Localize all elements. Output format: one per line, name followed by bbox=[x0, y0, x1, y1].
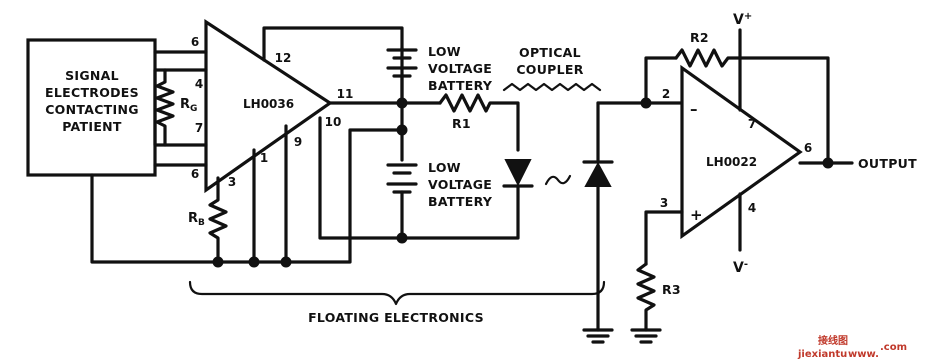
u1-pin-1: 1 bbox=[260, 151, 268, 165]
battery-top-line-1: LOW bbox=[428, 44, 461, 59]
u2-pin-6: 6 bbox=[804, 141, 812, 155]
signal-electrodes-box bbox=[26, 38, 157, 177]
battery-top-line-3: BATTERY bbox=[428, 78, 493, 93]
battery-top-line-2: VOLTAGE bbox=[428, 61, 492, 76]
u1-pin-4: 4 bbox=[195, 77, 203, 91]
optical-coupler-bracket bbox=[502, 82, 602, 92]
r3-label: R3 bbox=[662, 282, 681, 297]
junction-dot bbox=[248, 256, 260, 268]
junction-dot bbox=[396, 232, 408, 244]
battery-bottom-line-1: LOW bbox=[428, 160, 461, 175]
junction-dot bbox=[212, 256, 224, 268]
rg-label: RG bbox=[180, 97, 197, 114]
watermark-text: jiexiantu bbox=[797, 349, 847, 360]
floating-brace bbox=[188, 280, 606, 306]
lh0022-label: LH0022 bbox=[706, 155, 757, 169]
vplus-label: V+ bbox=[733, 11, 752, 28]
wire-r2-left bbox=[644, 56, 678, 105]
vminus-label: V- bbox=[733, 259, 748, 276]
u1-pin-10: 10 bbox=[325, 115, 342, 129]
wire-rg-loop bbox=[153, 68, 208, 147]
u1-pin-3: 3 bbox=[228, 175, 236, 189]
battery-bottom-line-2: VOLTAGE bbox=[428, 177, 492, 192]
r2-resistor bbox=[674, 48, 830, 165]
wire-mid-tap bbox=[348, 128, 404, 240]
u2-pin-7: 7 bbox=[748, 117, 756, 131]
r1-label: R1 bbox=[452, 116, 471, 131]
r2-label: R2 bbox=[690, 30, 709, 45]
battery-bottom-line-3: BATTERY bbox=[428, 194, 493, 209]
watermark-text: www. bbox=[848, 349, 879, 360]
lh0036-label: LH0036 bbox=[243, 97, 294, 111]
junction-dot bbox=[822, 157, 834, 169]
junction-dot bbox=[280, 256, 292, 268]
signal-box-line-1: SIGNAL bbox=[65, 68, 119, 83]
u1-pin-11: 11 bbox=[337, 87, 354, 101]
rg-resistor bbox=[155, 68, 175, 147]
led-diode bbox=[504, 159, 532, 187]
u2-plus-sign: + bbox=[690, 206, 703, 224]
wire-pin12-rail bbox=[262, 26, 404, 62]
wire-pin10-return bbox=[318, 116, 520, 240]
optical-link-icon bbox=[544, 174, 572, 186]
u1-pin-6b: 6 bbox=[191, 167, 199, 181]
signal-box-line-4: PATIENT bbox=[62, 119, 122, 134]
signal-box-line-3: CONTACTING bbox=[45, 102, 139, 117]
lh0036-amplifier bbox=[204, 19, 333, 194]
optical-coupler-line-1: OPTICAL bbox=[519, 45, 581, 60]
watermark-text: 接线图 bbox=[818, 334, 848, 347]
u2-pin-3: 3 bbox=[660, 196, 668, 210]
u1-pin-7: 7 bbox=[195, 121, 203, 135]
u2-pin-2: 2 bbox=[662, 87, 670, 101]
u2-pin-4: 4 bbox=[748, 201, 756, 215]
signal-box-line-2: ELECTRODES bbox=[45, 85, 139, 100]
junction-dot bbox=[396, 124, 408, 136]
r3-resistor bbox=[636, 262, 656, 332]
rb-label: RB bbox=[188, 211, 205, 228]
floating-electronics-label: FLOATING ELECTRONICS bbox=[308, 310, 484, 325]
optical-coupler-line-2: COUPLER bbox=[516, 62, 583, 77]
r1-resistor bbox=[438, 93, 520, 152]
wire-bottom-return bbox=[90, 173, 352, 264]
u1-pin-9: 9 bbox=[294, 135, 302, 149]
u1-pin-12: 12 bbox=[275, 51, 292, 65]
u1-pin-6a: 6 bbox=[191, 35, 199, 49]
u2-minus-sign: – bbox=[690, 100, 698, 118]
watermark-text: .com bbox=[880, 342, 907, 353]
rb-resistor bbox=[208, 176, 228, 264]
wire-noninverting-input bbox=[644, 210, 684, 266]
output-label: OUTPUT bbox=[858, 156, 917, 171]
photodiode bbox=[584, 161, 612, 187]
